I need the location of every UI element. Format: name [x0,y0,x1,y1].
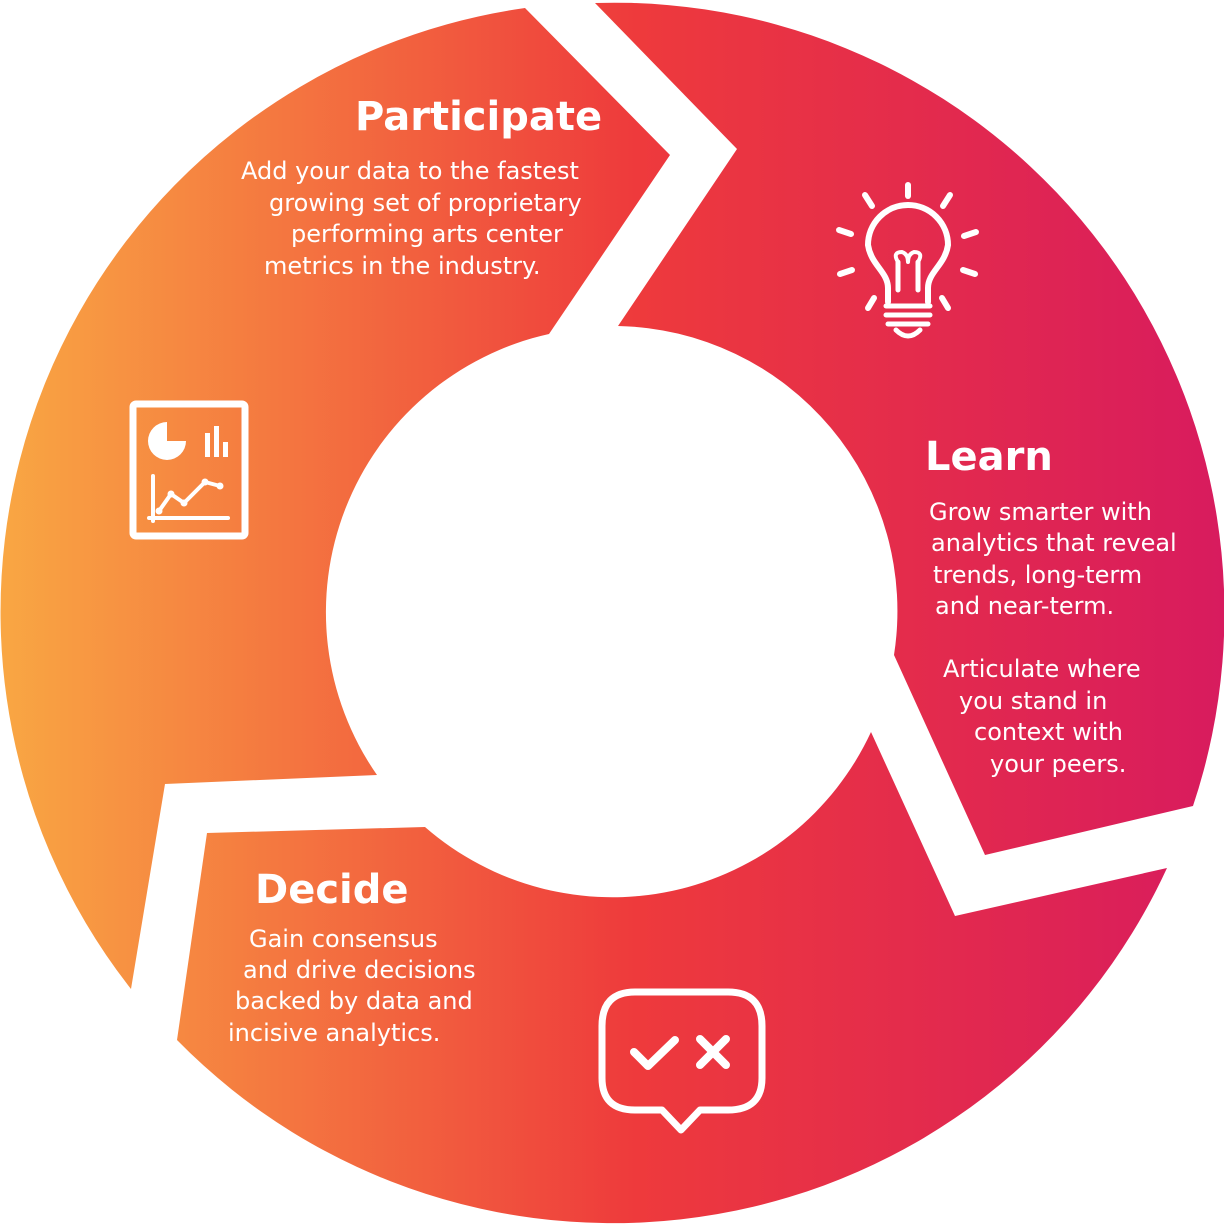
participate-desc-line-3: performing arts center [291,220,563,248]
learn-desc2-line-4: your peers. [990,750,1127,778]
report-chart-icon [129,400,249,540]
learn-desc2-line-1: Articulate where [943,655,1141,683]
decide-desc-line-3: backed by data and [235,987,473,1015]
participate-desc-line-4: metrics in the industry. [264,252,541,280]
check-x-speech-bubble-icon [598,988,766,1134]
learn-desc2-line-3: context with [974,718,1124,746]
learn-desc-line-4: and near-term. [935,592,1115,620]
learn-desc2-line-2: you stand in [959,687,1108,715]
lightbulb-icon [836,182,979,339]
decide-title: Decide [255,867,409,913]
bar-chart-icon [205,426,228,457]
learn-segment [595,2,1224,855]
participate-desc-line-2: growing set of proprietary [269,189,582,217]
learn-desc-line-1: Grow smarter with [929,498,1152,526]
decide-desc-line-1: Gain consensus [249,925,438,953]
learn-desc-line-2: analytics that reveal [931,529,1177,557]
decide-desc-line-4: incisive analytics. [228,1019,441,1047]
decide-segment [177,732,1167,1224]
participate-title: Participate [355,94,603,140]
learn-title: Learn [925,434,1053,480]
participate-segment [0,8,671,989]
decide-desc-line-2: and drive decisions [243,956,476,984]
learn-desc-line-3: trends, long-term [933,561,1143,589]
participate-desc-line-1: Add your data to the fastest [241,157,579,185]
